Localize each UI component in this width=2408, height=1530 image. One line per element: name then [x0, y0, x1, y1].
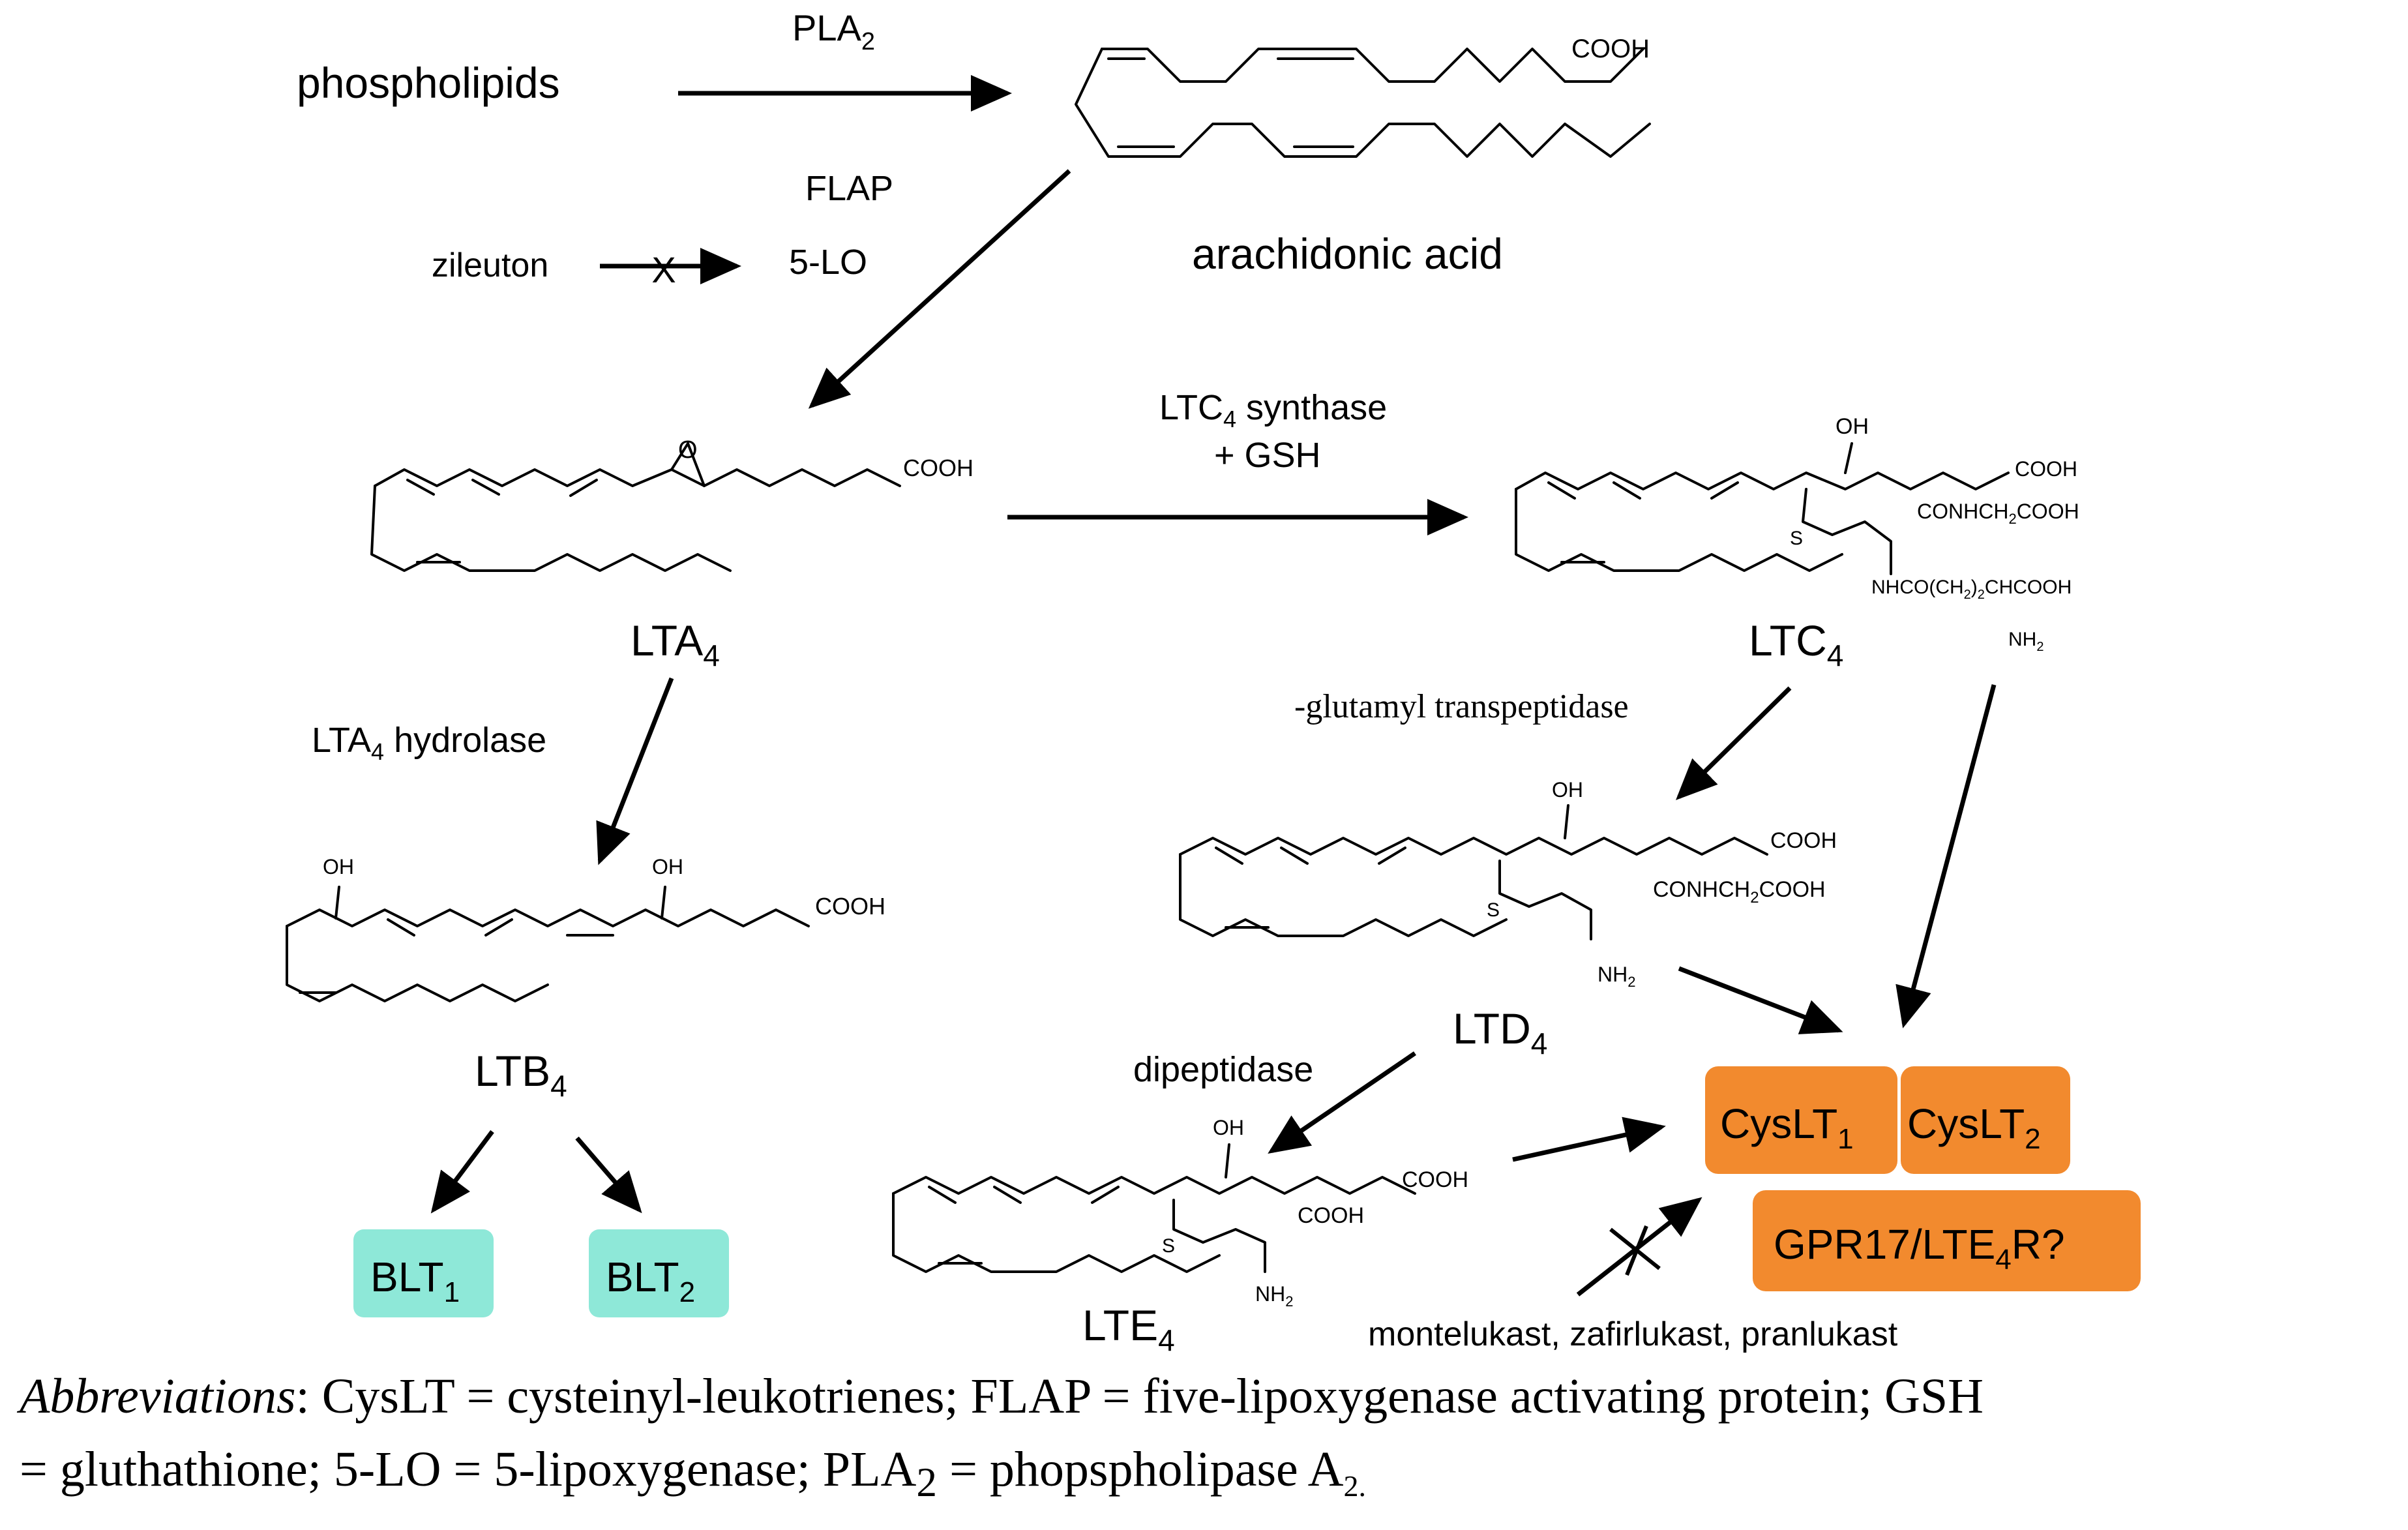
- arachidonic-acid-structure: COOH: [1075, 35, 1651, 158]
- svg-text:S: S: [1162, 1235, 1175, 1257]
- abbreviations-line-1: Abbreviations: CysLT = cysteinyl-leukotr…: [20, 1360, 2393, 1433]
- svg-text:NHCO(CH2)2CHCOOH: NHCO(CH2)2CHCOOH: [1871, 577, 2072, 602]
- pla2-label: PLA2: [792, 7, 875, 55]
- lte4-structure: OH S COOH COOH NH2: [892, 1116, 1468, 1310]
- svg-text:BLT1: BLT1: [370, 1253, 460, 1308]
- receptor-cyslt2: CysLT2: [1901, 1066, 2070, 1174]
- svg-text:OH: OH: [323, 855, 354, 878]
- svg-text:NH2: NH2: [1598, 963, 1635, 990]
- svg-text:COOH: COOH: [903, 455, 974, 481]
- svg-text:CONHCH2COOH: CONHCH2COOH: [1653, 877, 1826, 907]
- abbreviations-footer: Abbreviations: CysLT = cysteinyl-leukotr…: [20, 1360, 2393, 1523]
- receptor-blt1: BLT1: [353, 1229, 494, 1317]
- lta4-hydrolase-label: LTA4 hydrolase: [312, 721, 546, 765]
- arrow-ltb4-to-blt2: [575, 1136, 642, 1214]
- ltd4-label: LTD4: [1453, 1004, 1547, 1060]
- abbreviations-text-2a: = gluthathione; 5-LO = 5-lipoxygenase; P…: [20, 1442, 917, 1497]
- ltb4-label: LTB4: [475, 1047, 567, 1103]
- arrow-aa-to-lta4: [808, 169, 1071, 409]
- arrow-ltd4-to-lte4: [1268, 1051, 1416, 1154]
- receptor-blt2: BLT2: [589, 1229, 729, 1317]
- svg-text:NH2: NH2: [1255, 1282, 1293, 1310]
- svg-text:OH: OH: [1213, 1116, 1244, 1139]
- abbreviations-text-2b: = phopspholipase A: [937, 1442, 1344, 1497]
- arrow-ltc4-to-cyslt: [1895, 684, 1997, 1028]
- ltc4-label: LTC4: [1749, 616, 1843, 672]
- arrow-ltc4-to-ltd4: [1676, 686, 1792, 800]
- flap-label: FLAP: [805, 169, 893, 208]
- svg-text:O: O: [678, 436, 698, 464]
- dipeptidase-label: dipeptidase: [1133, 1050, 1313, 1089]
- ltd4-structure: OH S COOH CONHCH2COOH NH2: [1179, 778, 1837, 990]
- receptor-cyslt1: CysLT1: [1705, 1066, 1897, 1174]
- svg-text:S: S: [1790, 528, 1803, 549]
- lte4-label: LTE4: [1082, 1301, 1175, 1357]
- arachidonic-acid-label: arachidonic acid: [1192, 230, 1503, 278]
- arrow-lta4-to-ltb4: [596, 677, 674, 865]
- svg-text:CysLT2: CysLT2: [1907, 1100, 2041, 1155]
- phospholipids-label: phospholipids: [297, 59, 560, 107]
- receptor-gpr17: GPR17/LTE4R?: [1753, 1190, 2141, 1291]
- glutamyl-transpeptidase-label: -glutamyl transpeptidase: [1294, 688, 1629, 725]
- antagonist-block-mark: [1609, 1225, 1661, 1276]
- svg-text:CONHCH2COOH: CONHCH2COOH: [1917, 500, 2079, 527]
- abbreviations-label: Abbreviations: [20, 1369, 296, 1424]
- svg-text:OH: OH: [652, 855, 683, 878]
- svg-text:COOH: COOH: [2015, 457, 2077, 481]
- zileuton-block-mark: X: [651, 249, 676, 290]
- svg-text:COOH: COOH: [1402, 1167, 1468, 1192]
- svg-text:OH: OH: [1552, 778, 1583, 802]
- svg-text:S: S: [1487, 899, 1500, 921]
- svg-text:COOH: COOH: [815, 893, 885, 920]
- arrow-lte4-to-cyslt: [1512, 1117, 1666, 1162]
- lta4-structure: O COOH: [370, 436, 974, 572]
- svg-text:COOH: COOH: [1571, 35, 1650, 63]
- svg-text:CysLT1: CysLT1: [1720, 1100, 1854, 1155]
- ltb4-structure: OH OH COOH: [286, 855, 885, 1002]
- lta4-label: LTA4: [631, 616, 720, 672]
- svg-text:NH2: NH2: [2008, 629, 2044, 654]
- svg-text:GPR17/LTE4R?: GPR17/LTE4R?: [1774, 1221, 2065, 1276]
- five-lo-label: 5-LO: [789, 243, 867, 282]
- svg-text:OH: OH: [1836, 414, 1869, 439]
- abbreviations-line-2: = gluthathione; 5-LO = 5-lipoxygenase; P…: [20, 1433, 2393, 1523]
- abbreviations-sub-2: 2.: [1343, 1469, 1366, 1503]
- svg-text:BLT2: BLT2: [606, 1253, 695, 1308]
- zileuton-label: zileuton: [432, 247, 548, 284]
- gsh-label: + GSH: [1214, 436, 1321, 475]
- ltc4-structure: OH S COOH CONHCH2COOH NHCO(CH2)2CHCOOH N…: [1515, 414, 2079, 654]
- abbreviations-text-1: : CysLT = cysteinyl-leukotrienes; FLAP =…: [295, 1369, 1984, 1424]
- ltc4-synthase-label: LTC4 synthase: [1159, 388, 1387, 432]
- svg-text:COOH: COOH: [1298, 1203, 1364, 1228]
- abbreviations-sub-1: 2: [916, 1460, 938, 1506]
- arrow-ltd4-to-cyslt: [1678, 966, 1843, 1034]
- arrow-ltb4-to-blt1: [430, 1130, 494, 1214]
- antagonists-label: montelukast, zafirlukast, pranlukast: [1368, 1315, 1898, 1353]
- svg-text:COOH: COOH: [1770, 828, 1837, 853]
- pathway-arrows: [430, 75, 1997, 1297]
